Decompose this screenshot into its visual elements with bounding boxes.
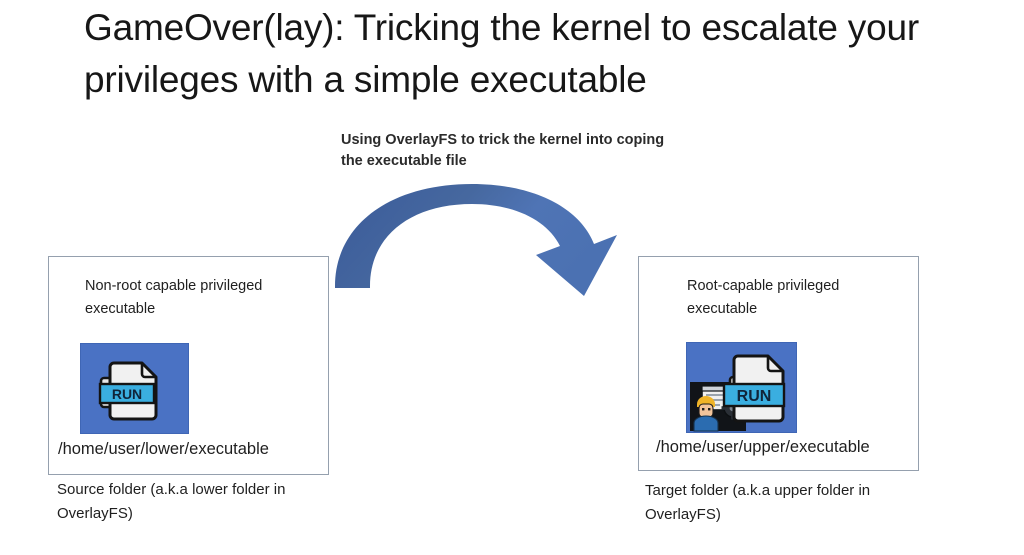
target-executable-icon: RUN [686, 342, 797, 433]
source-heading: Non-root capable privileged executable [85, 278, 267, 317]
target-folder-box: Root-capable privileged executable [638, 256, 919, 471]
source-path: /home/user/lower/executable [58, 440, 269, 458]
executable-file-icon: RUN [80, 343, 189, 434]
privileged-executable-file-icon: RUN [686, 342, 797, 433]
source-folder-box: Non-root capable privileged executable R… [48, 256, 329, 475]
source-folder-caption: Source folder (a.k.a lower folder in Ove… [57, 481, 290, 522]
copy-up-arrow [322, 178, 622, 308]
source-executable-icon: RUN [80, 343, 189, 434]
target-folder-caption: Target folder (a.k.a upper folder in Ove… [645, 482, 875, 523]
curved-arrow-right-icon [335, 184, 617, 296]
executable-run-label: RUN [737, 388, 772, 405]
arrow-caption: Using OverlayFS to trick the kernel into… [341, 132, 669, 169]
page-title: GameOver(lay): Tricking the kernel to es… [84, 7, 930, 100]
target-heading: Root-capable privileged executable [687, 278, 844, 317]
executable-run-label: RUN [112, 386, 142, 402]
target-path: /home/user/upper/executable [656, 438, 870, 456]
